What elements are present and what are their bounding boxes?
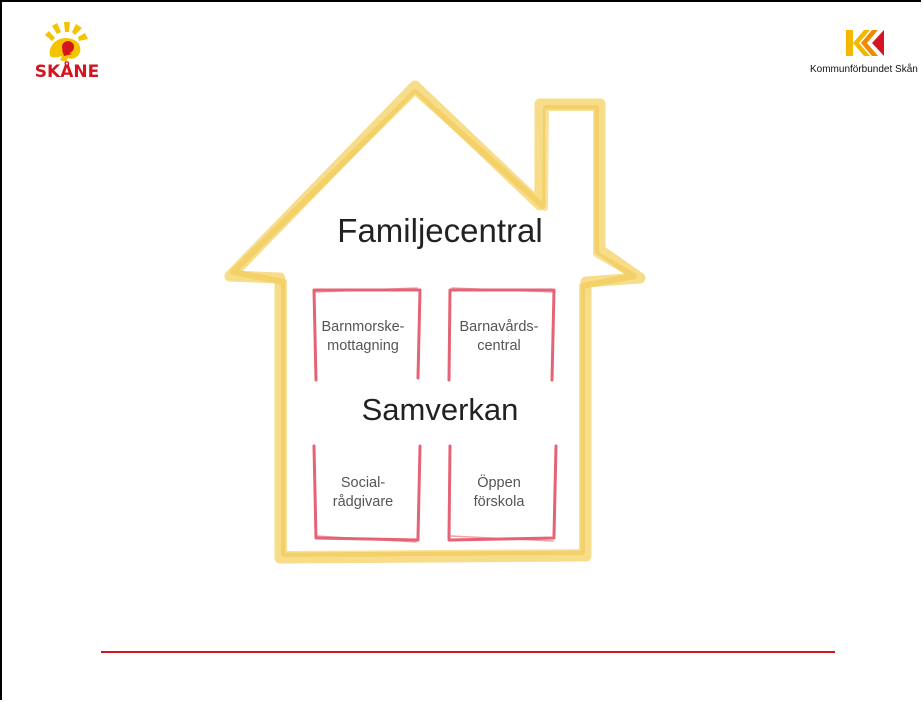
kommunforbundet-caption: Kommunförbundet Skån: [810, 64, 918, 75]
region-skane-wordmark: SKÅNE: [34, 62, 100, 82]
room-label-line: mottagning: [327, 338, 399, 354]
room-label-line: central: [477, 338, 521, 354]
room-label-line: Barnavårds-: [459, 319, 539, 335]
region-skane-logo: SKÅNE: [32, 20, 102, 84]
room-label-barnmorskemottagning: Barnmorske- mottagning: [308, 318, 418, 356]
ksk-emblem-icon: [846, 30, 884, 56]
room-label-barnavardscentral: Barnavårds- central: [444, 318, 554, 356]
room-label-line: Barnmorske-: [321, 319, 405, 335]
room-label-oppen-forskola: Öppen förskola: [444, 474, 554, 512]
diagram-title: Familjecentral: [337, 212, 543, 249]
house-outline: [224, 80, 646, 564]
room-label-line: rådgivare: [332, 494, 394, 510]
room-label-line: Social-: [340, 475, 386, 491]
diagram-center-label: Samverkan: [361, 392, 519, 427]
region-skane-emblem-icon: [45, 22, 88, 62]
kommunforbundet-logo: Kommunförbundet Skån: [810, 26, 923, 76]
room-label-socialradgivare: Social- rådgivare: [308, 474, 418, 512]
room-label-line: förskola: [473, 494, 525, 510]
room-label-line: Öppen: [477, 475, 521, 491]
divider-line: [101, 651, 835, 653]
